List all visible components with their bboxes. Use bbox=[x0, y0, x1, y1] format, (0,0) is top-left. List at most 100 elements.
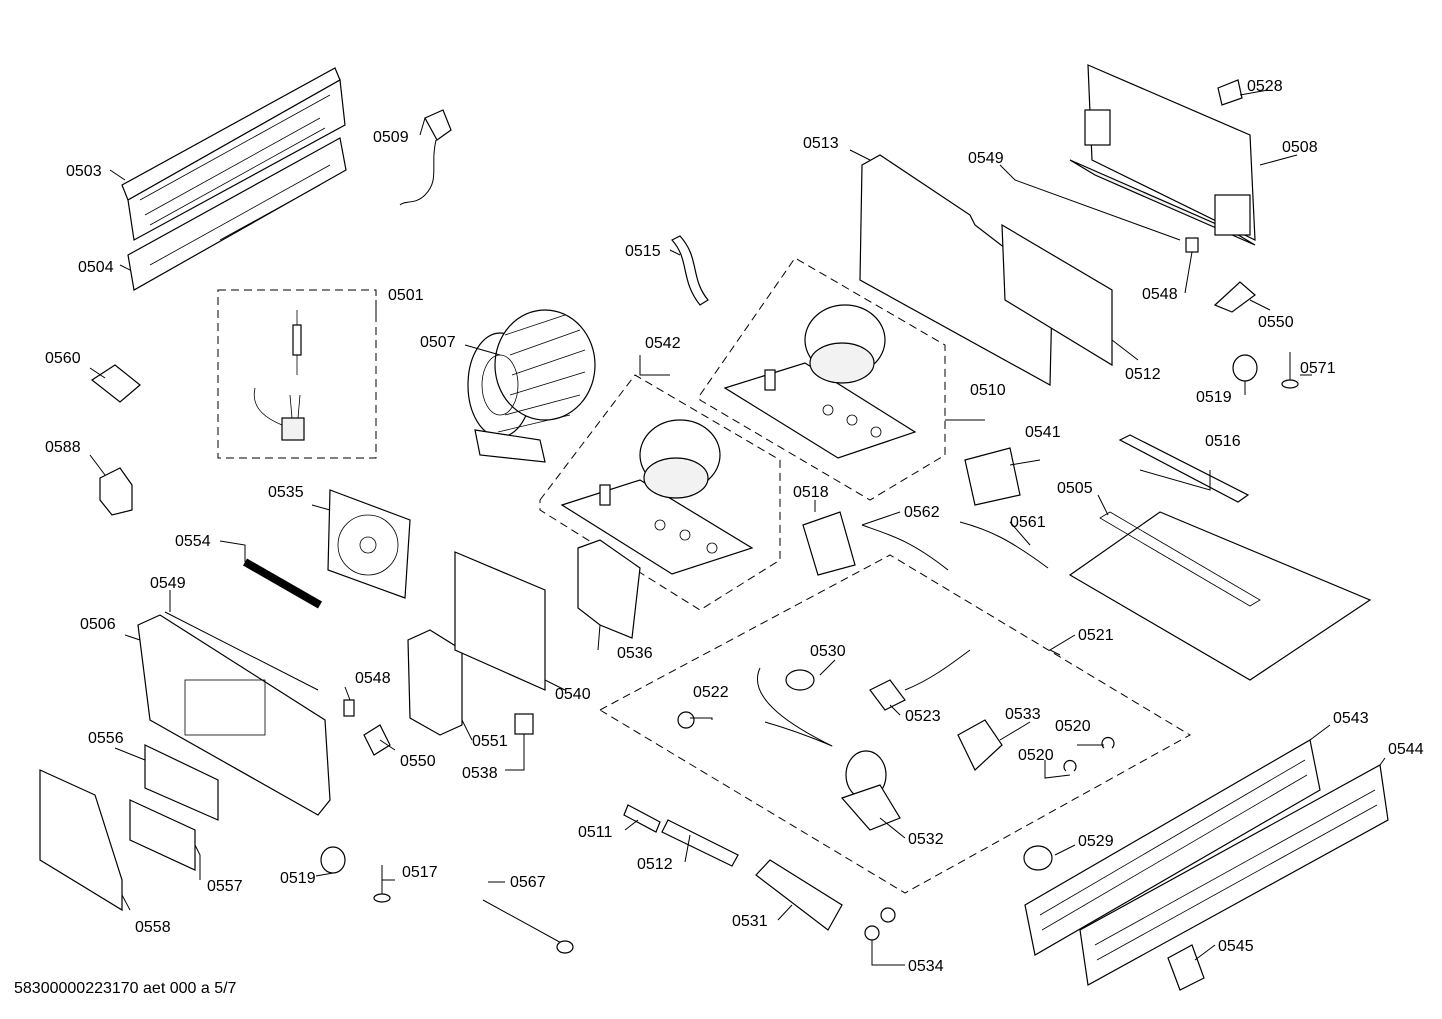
label-0557: 0557 bbox=[207, 878, 243, 895]
part-0557-board bbox=[129, 799, 196, 871]
label-0501: 0501 bbox=[388, 287, 424, 304]
part-0548-connector-b bbox=[343, 699, 355, 717]
label-0540: 0540 bbox=[555, 686, 591, 703]
label-0529: 0529 bbox=[1078, 833, 1114, 850]
part-0523-valve bbox=[869, 679, 906, 711]
label-0520-a: 0520 bbox=[1055, 718, 1091, 735]
label-0545: 0545 bbox=[1218, 938, 1254, 955]
label-0561: 0561 bbox=[1010, 514, 1046, 531]
part-0588-component bbox=[99, 467, 133, 516]
part-0523-wire bbox=[904, 649, 971, 691]
label-0548-a: 0548 bbox=[1142, 286, 1178, 303]
label-0543: 0543 bbox=[1333, 710, 1369, 727]
label-0548-b: 0548 bbox=[355, 670, 391, 687]
part-0538-block bbox=[514, 713, 534, 735]
label-0511: 0511 bbox=[578, 824, 613, 841]
part-0503-panel bbox=[121, 67, 346, 241]
part-0550-bracket-b bbox=[363, 724, 391, 756]
part-0556-board bbox=[144, 744, 219, 821]
label-0521: 0521 bbox=[1078, 627, 1114, 644]
part-0528-clip bbox=[1217, 79, 1243, 106]
label-0536: 0536 bbox=[617, 645, 653, 662]
part-0533-bracket bbox=[957, 719, 1003, 771]
label-0558: 0558 bbox=[135, 919, 171, 936]
part-0508-assembly bbox=[1069, 64, 1256, 246]
label-0519-a: 0519 bbox=[1196, 389, 1232, 406]
label-0567: 0567 bbox=[510, 874, 546, 891]
label-0522: 0522 bbox=[693, 684, 729, 701]
part-0505-shelf bbox=[1068, 511, 1372, 681]
label-0549-a: 0549 bbox=[968, 150, 1004, 167]
label-0515: 0515 bbox=[625, 243, 661, 260]
label-0534: 0534 bbox=[908, 958, 944, 975]
document-reference: 58300000223170 aet 000 a 5/7 bbox=[14, 980, 237, 997]
label-0541: 0541 bbox=[1025, 424, 1061, 441]
part-0567-rod bbox=[482, 899, 574, 954]
part-0560-component bbox=[90, 364, 141, 403]
part-0518-box bbox=[802, 511, 856, 576]
part-0519-cap-b bbox=[320, 846, 346, 874]
label-0556: 0556 bbox=[88, 730, 124, 747]
label-0550-a: 0550 bbox=[1258, 314, 1294, 331]
part-0544-grille bbox=[1079, 764, 1389, 986]
label-0506: 0506 bbox=[80, 616, 116, 633]
part-0551-module bbox=[407, 629, 463, 736]
part-0549-rod-b bbox=[164, 611, 319, 691]
part-0548-connector-a bbox=[1185, 237, 1199, 253]
label-0571: 0571 bbox=[1300, 360, 1336, 377]
label-0549-b: 0549 bbox=[150, 575, 186, 592]
part-0549-rod bbox=[1014, 179, 1181, 241]
label-0510: 0510 bbox=[970, 382, 1006, 399]
label-0509: 0509 bbox=[373, 129, 409, 146]
label-0550-b: 0550 bbox=[400, 753, 436, 770]
part-0516-strip bbox=[1118, 434, 1250, 503]
leader-lines bbox=[89, 89, 1386, 966]
part-0511-fitting bbox=[623, 804, 661, 833]
label-0530: 0530 bbox=[810, 643, 846, 660]
part-0535-fan bbox=[327, 489, 411, 599]
part-0561-wire bbox=[959, 521, 1049, 569]
part-0543-grille bbox=[1024, 739, 1321, 956]
label-0508: 0508 bbox=[1282, 139, 1318, 156]
label-0538: 0538 bbox=[462, 765, 498, 782]
part-0571-screw bbox=[1281, 352, 1299, 389]
part-0542-compressor bbox=[539, 374, 781, 611]
label-0516: 0516 bbox=[1205, 433, 1241, 450]
part-0534-cap-a bbox=[880, 907, 896, 923]
part-labels: 0503 0504 0509 0501 0507 0515 0542 0513 … bbox=[45, 78, 1424, 975]
label-0531: 0531 bbox=[732, 913, 768, 930]
label-0518: 0518 bbox=[793, 484, 829, 501]
label-0523: 0523 bbox=[905, 708, 941, 725]
part-0536-box bbox=[577, 539, 641, 639]
part-0550-bracket-a bbox=[1213, 281, 1256, 313]
part-0558-panel bbox=[39, 769, 123, 912]
part-0515-tube bbox=[671, 235, 709, 306]
label-0562: 0562 bbox=[904, 504, 940, 521]
part-0512-plate bbox=[1001, 223, 1113, 367]
part-0509-power-cord bbox=[399, 109, 452, 206]
part-0501-group bbox=[217, 289, 377, 459]
label-0554: 0554 bbox=[175, 533, 211, 550]
label-0512-b: 0512 bbox=[637, 856, 673, 873]
label-0517: 0517 bbox=[402, 864, 438, 881]
part-0510-compressor bbox=[699, 257, 946, 501]
part-0529-knob bbox=[1023, 845, 1053, 871]
label-0551: 0551 bbox=[472, 733, 508, 750]
part-0512-pipe bbox=[661, 819, 739, 867]
part-0532-motor bbox=[840, 750, 901, 831]
label-0505: 0505 bbox=[1057, 480, 1093, 497]
label-0512-a: 0512 bbox=[1125, 366, 1161, 383]
label-0542: 0542 bbox=[645, 335, 681, 352]
part-0507-condenser bbox=[467, 309, 596, 463]
label-0535: 0535 bbox=[268, 484, 304, 501]
part-0506-frame bbox=[137, 614, 331, 816]
label-0520-b: 0520 bbox=[1018, 747, 1054, 764]
part-0534-cap-b bbox=[864, 925, 880, 941]
part-0521-group bbox=[598, 554, 1192, 894]
part-0530-sensor bbox=[757, 667, 833, 747]
label-0544: 0544 bbox=[1388, 741, 1424, 758]
part-0519-cap-a bbox=[1232, 354, 1258, 382]
label-0519-b: 0519 bbox=[280, 870, 316, 887]
label-0532: 0532 bbox=[908, 831, 944, 848]
